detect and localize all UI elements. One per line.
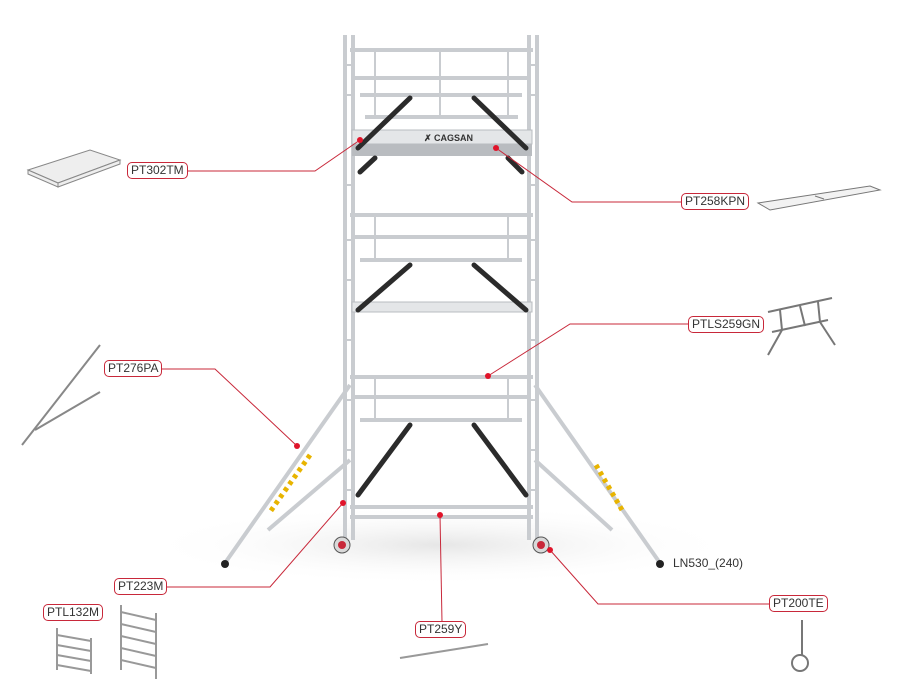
label-ptl132m: PTL132M [43, 604, 104, 621]
thumb-deck-pt258kpn [756, 185, 882, 211]
floor-shadow [140, 505, 740, 585]
thumb-tube-pt259y [399, 643, 489, 659]
platform-middle [351, 301, 533, 313]
caster-wheels [333, 536, 550, 554]
brand-logo: ✗ CAGSAN [424, 133, 473, 143]
guardrail-uprights [374, 50, 509, 420]
diagonal-braces [355, 95, 529, 498]
leader-dots [294, 137, 553, 553]
thumb-guardrail-ptls259gn [767, 297, 836, 356]
label-ptls259gn: PTLS259GN [688, 316, 765, 333]
label-pt258kpn: PT258KPN [681, 193, 750, 210]
label-ln530: LN530_(240) [673, 556, 744, 570]
guardrails [350, 48, 533, 519]
label-pt223m: PT223M [114, 578, 168, 595]
ladder-rungs [345, 64, 537, 491]
thumb-caster-pt200te [791, 620, 809, 672]
scaffold-tower [343, 35, 539, 540]
platform-top [351, 129, 533, 156]
thumb-ladder-pt223m [120, 605, 157, 679]
label-pt302tm: PT302TM [127, 162, 188, 179]
outrigger-hazard-stripes [267, 453, 625, 514]
thumb-outrigger-pt276pa [21, 344, 101, 446]
outriggers [223, 383, 662, 565]
outrigger-feet [221, 560, 664, 568]
label-pt276pa: PT276PA [104, 360, 163, 377]
label-pt200te: PT200TE [769, 595, 828, 612]
leader-lines [162, 139, 769, 623]
thumb-platform-pt302tm [26, 149, 122, 188]
right-ladder-frame [527, 35, 539, 540]
left-ladder-frame [343, 35, 355, 540]
thumb-ladder-ptl132m [56, 628, 92, 674]
label-pt259y: PT259Y [415, 621, 467, 638]
